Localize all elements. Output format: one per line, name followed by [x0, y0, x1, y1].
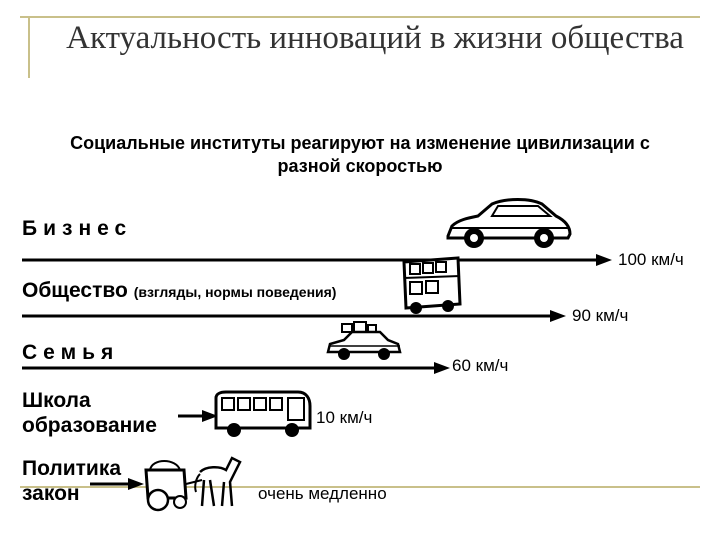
decor-vertical-line: [28, 16, 30, 78]
row-label-school: Школа образование: [22, 389, 157, 437]
row-label-society-text: Общество: [22, 279, 128, 302]
family-car-icon: [326, 321, 402, 360]
arrow-politics: [90, 478, 144, 490]
decor-bottom-line: [20, 486, 700, 488]
speed-business: 100 км/ч: [618, 250, 684, 269]
slide-title: Актуальность инноваций в жизни общества: [66, 20, 684, 56]
double-decker-bus-icon: [402, 256, 462, 314]
car-icon: [446, 198, 572, 248]
speed-politics: очень медленно: [258, 484, 387, 503]
row-label-society: Общество (взгляды, нормы поведения): [22, 278, 336, 305]
arrow-school: [178, 410, 218, 422]
decor-horizontal-line: [20, 16, 700, 18]
speed-family: 60 км/ч: [452, 356, 509, 375]
row-note-society: (взгляды, нормы поведения): [133, 284, 337, 300]
arrow-family: [22, 362, 450, 374]
row-label-family: Семья: [22, 341, 120, 364]
row-label-politics: Политика закон: [22, 457, 122, 505]
speed-society: 90 км/ч: [572, 306, 629, 325]
horse-carriage-icon: [144, 456, 242, 512]
row-label-business: Бизнес: [22, 217, 133, 240]
speed-school: 10 км/ч: [316, 408, 373, 427]
bus-icon: [214, 390, 312, 437]
arrow-society: [22, 310, 566, 322]
slide-subtitle: Социальные институты реагируют на измене…: [70, 133, 650, 176]
arrow-business: [22, 254, 612, 266]
